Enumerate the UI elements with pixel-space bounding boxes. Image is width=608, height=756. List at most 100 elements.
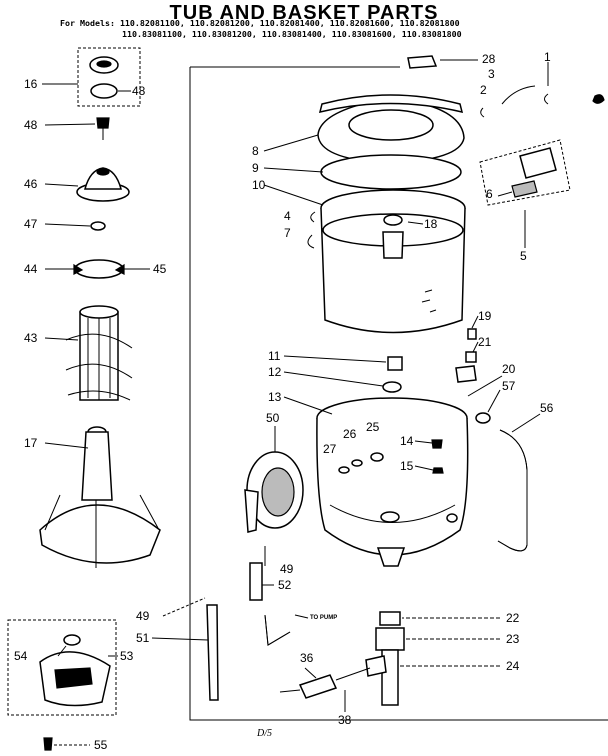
tub-screw — [431, 439, 443, 449]
leader-49-lower — [162, 597, 206, 617]
hose-clamp-38 — [335, 667, 371, 681]
basket-holes — [421, 289, 437, 313]
snubber-pad — [511, 180, 538, 198]
leader-12 — [283, 371, 384, 387]
model-list-line-1: For Models: 110.82081100, 110.82081200, … — [60, 18, 460, 28]
callout-18: 18 — [424, 217, 438, 231]
callout-28: 28 — [482, 52, 496, 66]
callout-4: 4 — [284, 209, 291, 223]
callout-36: 36 — [300, 651, 314, 665]
leader-10 — [263, 184, 324, 206]
to-pump-label: TO PUMP — [310, 615, 338, 621]
tub-washer — [432, 467, 444, 474]
agitator-cap-top — [96, 168, 110, 176]
drain-pipe-24 — [381, 649, 399, 706]
valve-cap — [467, 328, 477, 340]
small-clip — [480, 107, 485, 118]
leader-11 — [283, 355, 387, 363]
callout-44-right: 45 — [153, 262, 167, 276]
outer-tub-body — [316, 417, 469, 556]
hose-coupling-end — [279, 689, 301, 693]
callout-56: 56 — [540, 401, 554, 415]
callout-13: 13 — [268, 390, 282, 404]
washer — [90, 221, 106, 231]
leader-21 — [472, 341, 479, 353]
leader-8 — [263, 134, 319, 152]
leader-19 — [471, 315, 479, 329]
leader-15 — [414, 465, 434, 471]
agitator-post — [81, 431, 113, 501]
leader-45 — [44, 183, 79, 187]
callout-20: 20 — [502, 362, 516, 376]
agitator-skirt — [39, 504, 161, 564]
model-list: For Models: 110.82081100, 110.82081200, … — [60, 18, 580, 40]
tub-ring-lip — [318, 94, 464, 114]
leader-13 — [283, 396, 333, 415]
leader-to-pump — [294, 614, 309, 619]
tub-grommet-26 — [351, 459, 363, 467]
spring-clip — [544, 93, 549, 105]
callout-49-upper: 49 — [280, 562, 294, 576]
hub-seal — [382, 381, 402, 393]
cap-screw — [96, 117, 110, 129]
spring-part-4 — [310, 211, 316, 223]
callout-44-left: 44 — [24, 262, 38, 276]
callout-27: 27 — [323, 442, 337, 456]
callout-14: 14 — [400, 434, 414, 448]
callout-51: 51 — [136, 631, 150, 645]
callout-49-lower: 49 — [136, 609, 150, 623]
tub-port — [446, 513, 458, 523]
callout-47: 48 — [132, 84, 146, 98]
callout-8: 8 — [252, 144, 259, 158]
callout-19: 19 — [478, 309, 492, 323]
leader-9 — [263, 167, 324, 173]
callout-3: 3 — [488, 67, 495, 81]
pump-hose-inner — [264, 614, 291, 646]
pump-hose — [264, 614, 291, 646]
small-fastener — [592, 94, 605, 104]
drain-tee — [365, 655, 387, 677]
tub-clip — [407, 55, 438, 69]
tub-ring-gasket — [320, 154, 462, 190]
tub-grommet-25 — [370, 452, 384, 462]
callout-6: 6 — [486, 187, 493, 201]
hose-part — [501, 85, 536, 105]
valve-body — [455, 365, 477, 383]
leader-43 — [44, 337, 79, 341]
auger-top — [79, 305, 119, 319]
diagram-title: TUB AND BASKET PARTS — [169, 2, 439, 24]
drain-hose-long — [206, 604, 219, 701]
outer-tub-center — [380, 511, 400, 523]
callout-54: 54 — [14, 649, 28, 663]
callout-50: 50 — [266, 411, 280, 425]
spring-part-7 — [307, 234, 315, 249]
callout-53: 53 — [120, 649, 134, 663]
page-number: D/5 — [257, 728, 272, 739]
bearing-cap-hub — [96, 60, 112, 68]
leader-56 — [511, 413, 541, 433]
callout-7: 7 — [284, 226, 291, 240]
callout-38: 38 — [338, 713, 352, 727]
outer-tub-drain — [376, 547, 406, 567]
assembly-frame-line — [189, 67, 608, 721]
callout-43: 43 — [24, 331, 38, 345]
callout-9: 9 — [252, 161, 259, 175]
agitator-dog-ring — [74, 259, 124, 279]
tub-ring-opening — [348, 109, 434, 141]
callout-46: 47 — [24, 217, 38, 231]
leader-18 — [407, 221, 424, 225]
leader-48 — [44, 123, 96, 126]
callout-55: 55 — [94, 738, 108, 752]
agitator-cap-dome — [84, 167, 122, 190]
pump-cap — [63, 634, 81, 646]
callout-24: 24 — [506, 659, 520, 673]
callout-17: 17 — [24, 436, 38, 450]
leader-36 — [304, 667, 317, 679]
leader-46 — [44, 223, 91, 227]
callout-26: 26 — [343, 427, 357, 441]
valve-seat — [465, 351, 477, 363]
leader-14 — [414, 440, 433, 444]
callout-15: 15 — [400, 459, 414, 473]
snubber-box — [479, 139, 571, 206]
